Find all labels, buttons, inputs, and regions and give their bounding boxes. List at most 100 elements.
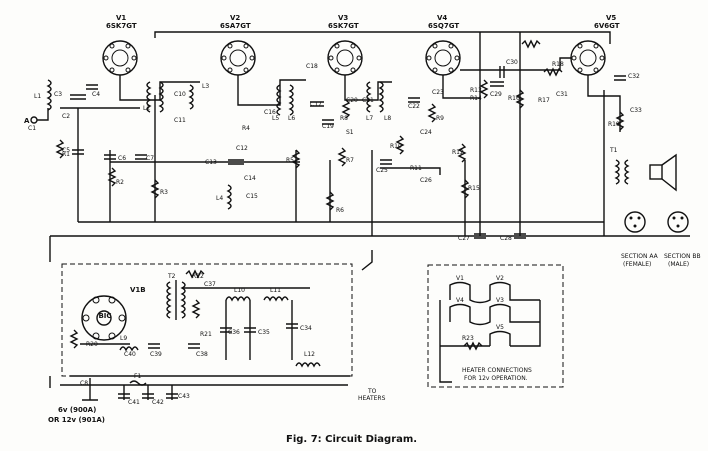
heater-box-v1: V1 bbox=[456, 275, 464, 282]
label-c13: C13 bbox=[205, 159, 217, 166]
label-r2: R2 bbox=[116, 179, 124, 186]
label-c10: C10 bbox=[174, 91, 186, 98]
tube-v1-type: 6SK7GT bbox=[106, 22, 137, 30]
speaker bbox=[649, 153, 677, 192]
section-bb-socket bbox=[667, 211, 689, 233]
label-c40: C40 bbox=[124, 351, 136, 358]
label-c33: C33 bbox=[630, 107, 642, 114]
supply-note-1: 6v (900A) bbox=[58, 406, 96, 414]
heater-box-v4: V4 bbox=[456, 297, 464, 304]
capacitor-glyphs-upper bbox=[70, 66, 626, 239]
label-c43: C43 bbox=[178, 393, 190, 400]
label-c14: C14 bbox=[244, 175, 256, 182]
label-c20: C20 bbox=[346, 97, 358, 104]
heater-box-v5: V5 bbox=[496, 324, 504, 331]
label-c24: C24 bbox=[420, 129, 432, 136]
label-r16: R16 bbox=[508, 95, 520, 102]
label-r6: R6 bbox=[336, 207, 344, 214]
label-c41: C41 bbox=[128, 399, 140, 406]
label-r15: R15 bbox=[468, 185, 480, 192]
label-l8: L8 bbox=[384, 115, 391, 122]
label-r8: R8 bbox=[340, 115, 348, 122]
tube-v4: V4 6SQ7GT bbox=[425, 14, 461, 76]
label-r11: R11 bbox=[410, 165, 422, 172]
tube-v3-label: V3 bbox=[338, 14, 348, 22]
label-c5: C5 bbox=[62, 147, 70, 154]
tube-v1: V1 6SK7GT bbox=[102, 14, 138, 76]
label-r14: R14 bbox=[470, 95, 482, 102]
label-c18: C18 bbox=[306, 63, 318, 70]
label-c2: C2 bbox=[62, 113, 70, 120]
tube-v5-type: 6V6GT bbox=[594, 22, 620, 30]
label-c26: C26 bbox=[420, 177, 432, 184]
label-l3: L3 bbox=[202, 83, 209, 90]
label-c31: C31 bbox=[556, 91, 568, 98]
label-r12: R12 bbox=[452, 149, 464, 156]
label-l12: L12 bbox=[304, 351, 315, 358]
heater-box-title-1: HEATER CONNECTIONS bbox=[462, 367, 532, 374]
to-heaters-label: TO bbox=[367, 388, 377, 395]
label-r4: R4 bbox=[242, 125, 250, 132]
section-bb-note: (MALE) bbox=[668, 261, 689, 268]
label-c29: C29 bbox=[490, 91, 502, 98]
vibrator-label: V1B bbox=[130, 286, 146, 294]
section-aa-note: (FEMALE) bbox=[623, 261, 651, 268]
label-c19: C19 bbox=[322, 123, 334, 130]
heater-box-v3: V3 bbox=[496, 297, 504, 304]
label-c30: C30 bbox=[506, 59, 518, 66]
label-r5: R5 bbox=[286, 157, 294, 164]
antenna-label: A bbox=[24, 117, 30, 125]
label-c8: C8 bbox=[80, 380, 88, 387]
label-r13: R13 bbox=[470, 87, 482, 94]
label-c17: C17 bbox=[310, 101, 322, 108]
label-l9: L9 bbox=[120, 335, 127, 342]
label-c23: C23 bbox=[432, 89, 444, 96]
label-c3: C3 bbox=[54, 91, 62, 98]
label-c6: C6 bbox=[118, 155, 126, 162]
main-wiring bbox=[49, 31, 690, 271]
tube-v5: V5 6V6GT bbox=[570, 14, 620, 76]
section-bb-label: SECTION BB bbox=[664, 253, 701, 260]
label-s1: S1 bbox=[346, 129, 354, 136]
label-t1: T1 bbox=[609, 147, 618, 154]
label-c1: C1 bbox=[28, 125, 36, 132]
antenna-input bbox=[30, 108, 49, 124]
label-r20: R20 bbox=[86, 341, 98, 348]
label-c27: C27 bbox=[458, 235, 470, 242]
tube-v1-label: V1 bbox=[116, 14, 126, 22]
coil-group-upper bbox=[46, 79, 630, 210]
label-r22: R22 bbox=[192, 273, 204, 280]
section-aa-label: SECTION AA bbox=[621, 253, 659, 260]
label-c37: C37 bbox=[204, 281, 216, 288]
label-r9: R9 bbox=[436, 115, 444, 122]
heater-box-v2: V2 bbox=[496, 275, 504, 282]
label-c28: C28 bbox=[500, 235, 512, 242]
label-c15: C15 bbox=[246, 193, 258, 200]
label-l1: L1 bbox=[34, 93, 41, 100]
label-r7: R7 bbox=[346, 157, 354, 164]
label-c11: C11 bbox=[174, 117, 186, 124]
label-c12: C12 bbox=[236, 145, 248, 152]
heater-box-r23: R23 bbox=[462, 335, 474, 342]
label-c22: C22 bbox=[408, 103, 420, 110]
label-r10: R10 bbox=[390, 143, 402, 150]
label-c39: C39 bbox=[150, 351, 162, 358]
label-l10: L10 bbox=[234, 287, 245, 294]
label-r18: R18 bbox=[552, 61, 564, 68]
label-c7: C7 bbox=[146, 155, 154, 162]
to-heaters-label-2: HEATERS bbox=[358, 395, 386, 402]
tube-v4-label: V4 bbox=[437, 14, 447, 22]
label-l5: L5 bbox=[272, 115, 279, 122]
tube-v2-label: V2 bbox=[230, 14, 240, 22]
label-l4: L4 bbox=[216, 195, 223, 202]
resistor-glyphs-upper bbox=[55, 39, 625, 211]
heater-box-internals bbox=[439, 281, 541, 383]
label-l11: L11 bbox=[270, 287, 281, 294]
tube-v3: V3 6SK7GT bbox=[327, 14, 363, 76]
tube-v2: V2 6SA7GT bbox=[220, 14, 256, 76]
label-f1: F1 bbox=[134, 373, 141, 380]
label-c21: C21 bbox=[362, 97, 374, 104]
label-r17: R17 bbox=[538, 97, 550, 104]
power-supply-internals bbox=[69, 269, 350, 377]
